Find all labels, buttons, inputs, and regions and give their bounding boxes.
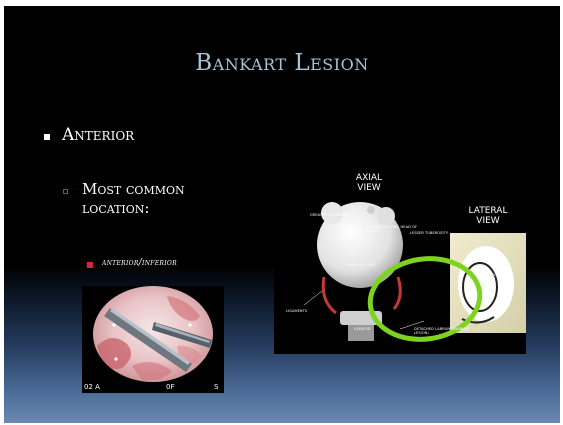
lateral-view-label: LATERAL VIEW — [458, 206, 518, 226]
sub-bullet-line-1: Most common — [82, 180, 252, 199]
shoulder-illustration — [274, 169, 526, 354]
shoulder-anatomy-diagram: AXIAL VIEW LATERAL VIEW TENDON OF LONG H… — [274, 169, 526, 354]
label-greater-tuberosity: GREATER TUBEROSITY — [310, 213, 351, 217]
sub-bullet-location: Most common location: — [82, 180, 252, 218]
label-ligaments: LIGAMENTS — [286, 309, 307, 313]
bullet-marker-square — [44, 134, 50, 140]
sub-sub-bullet-anterior-inferior: anterior/inferior — [102, 258, 177, 268]
label-detached-labrum: DETACHED LABRUM (BANKART LESION) — [414, 327, 484, 335]
slide-title: Bankart Lesion — [4, 50, 560, 76]
sub-bullet-marker — [63, 189, 68, 194]
arthroscopy-photo: 02 A 0F S — [82, 286, 224, 393]
photo-caption-mid: 0F — [166, 383, 174, 391]
photo-caption-right: S — [214, 383, 218, 391]
axial-view-line-1: AXIAL — [344, 173, 394, 183]
lateral-view-line-1: LATERAL — [458, 206, 518, 216]
label-glenoid: GLENOID — [354, 327, 371, 331]
label-lesser-tuberosity: LESSER TUBEROSITY — [410, 231, 448, 235]
lateral-view-line-2: VIEW — [458, 216, 518, 226]
bullet-anterior: Anterior — [62, 125, 134, 145]
axial-view-label: AXIAL VIEW — [344, 173, 394, 193]
sub-sub-bullet-marker: ■ — [86, 260, 94, 269]
label-humeral-head: HUMERAL HEAD — [346, 263, 375, 267]
photo-caption-left: 02 A — [84, 383, 100, 391]
sub-bullet-line-2: location: — [82, 199, 252, 218]
arthroscopy-image — [82, 286, 224, 393]
label-glenoid-lateral: GLENOID — [484, 273, 501, 277]
slide: Bankart Lesion Anterior Most common loca… — [4, 6, 560, 423]
axial-view-line-2: VIEW — [344, 183, 394, 193]
